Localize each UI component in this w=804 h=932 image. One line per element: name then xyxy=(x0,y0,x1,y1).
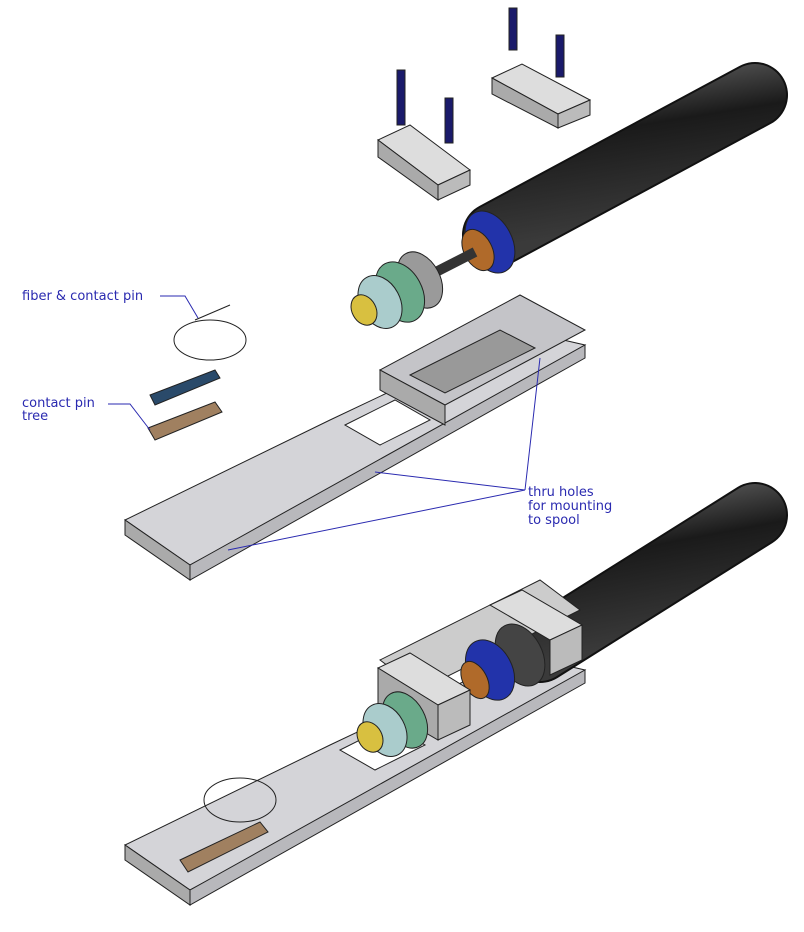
exploded-assembly xyxy=(124,7,788,581)
contact-pin-tree xyxy=(147,401,223,441)
screws xyxy=(396,7,565,144)
thru-holes-label-2: for mounting xyxy=(528,499,613,514)
clamp-right xyxy=(488,589,584,676)
fiber-contact-pin-label: fiber & contact pin xyxy=(22,289,144,304)
contact-pin-tree-label-2: tree xyxy=(22,409,49,424)
assembled-view xyxy=(124,482,788,906)
thru-holes-label-3: to spool xyxy=(528,513,580,528)
thru-holes-label-1: thru holes xyxy=(528,485,594,500)
base-plate xyxy=(124,294,587,581)
connector xyxy=(350,251,444,329)
contact-pins xyxy=(149,369,221,406)
leader-lines xyxy=(108,295,541,551)
clamp-left xyxy=(377,124,471,201)
fiber-loop xyxy=(173,319,247,361)
contact-pin-tree-label-1: contact pin xyxy=(22,396,95,411)
clamp-right xyxy=(490,63,592,129)
